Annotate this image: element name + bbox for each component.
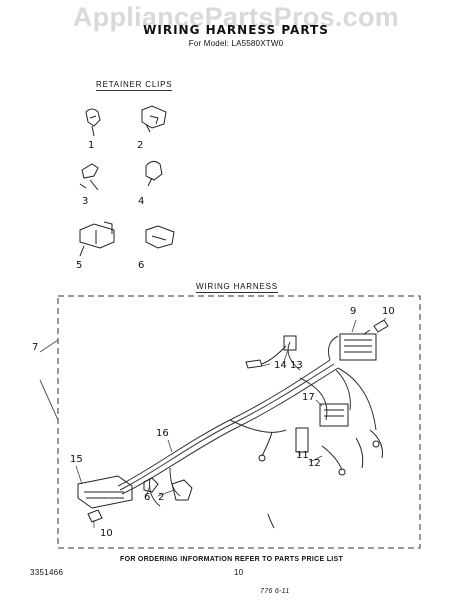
clip-callout-3: 3 [82,196,89,207]
harness-callout-9: 9 [350,306,357,317]
harness-boundary [57,295,421,549]
page-title: WIRING HARNESS PARTS [143,23,329,37]
terminal-10-bottom [87,509,103,523]
harness-callout-7: 7 [32,342,39,353]
clip-callout-2: 2 [137,140,144,151]
harness-callout-13: 13 [290,360,303,371]
harness-callout-6: 6 [144,492,151,503]
model-number: For Model: LA5580XTW0 [188,39,284,48]
retainer-clip-3 [79,163,99,191]
harness-clip-2 [171,479,193,501]
ground-terminal [258,431,275,529]
page-number: 10 [234,568,244,577]
wiring-harness-label: WIRING HARNESS [196,282,278,293]
watermark: AppliancePartsPros.com [72,2,400,32]
harness-callout-10-bottom: 10 [100,528,113,539]
connector-14-13 [245,335,297,369]
connector-block-15 [77,475,133,509]
harness-callout-16: 16 [156,428,169,439]
harness-callout-15: 15 [70,454,83,465]
clip-callout-5: 5 [76,260,83,271]
harness-callout-12: 12 [308,458,321,469]
harness-callout-17: 17 [302,392,315,403]
retainer-clip-2 [141,105,167,133]
wire-harness-bundle [117,335,377,507]
retainer-clip-5 [79,221,115,257]
retainer-clip-6 [145,225,175,249]
connector-block-9 [339,333,377,361]
retainer-clip-1 [85,108,101,137]
terminals-12 [321,429,383,476]
ordering-note: FOR ORDERING INFORMATION REFER TO PARTS … [120,556,344,563]
clip-callout-6: 6 [138,260,145,271]
harness-callout-14: 14 [274,360,287,371]
harness-callout-11: 11 [296,450,309,461]
retainer-clip-4 [145,160,163,187]
terminal-10-top [363,319,389,335]
clip-callout-1: 1 [88,140,95,151]
part-number: 3351466 [30,568,64,577]
date-code: 776 6-11 [260,588,290,595]
connector-17 [319,403,349,427]
harness-callout-2: 2 [158,492,165,503]
harness-callout-10-top: 10 [382,306,395,317]
retainer-clips-label: RETAINER CLIPS [96,80,173,91]
connector-11 [295,427,309,453]
harness-clip-6 [143,477,159,493]
clip-callout-4: 4 [138,196,145,207]
